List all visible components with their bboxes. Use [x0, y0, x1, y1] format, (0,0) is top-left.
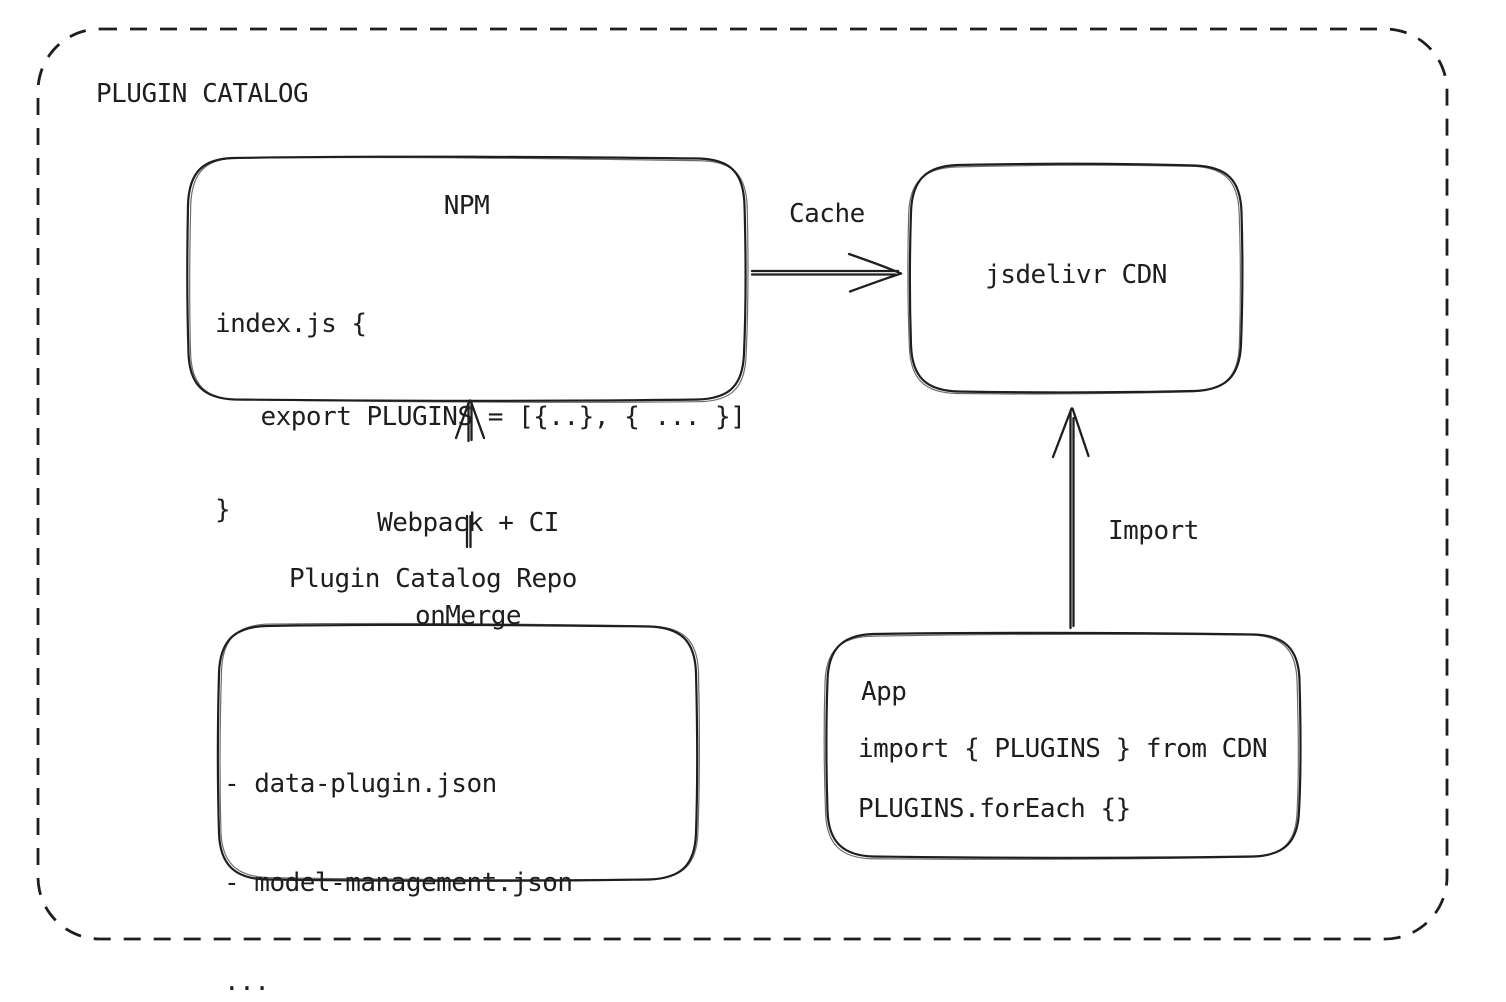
npm-code-line: export PLUGINS = [{..}, { ... }] — [215, 402, 746, 432]
repo-items-list: - data-plugin.json - model-management.js… — [224, 702, 573, 1002]
cdn-box-label: jsdelivr CDN — [985, 260, 1167, 290]
import-arrow-label: Import — [1108, 516, 1199, 546]
app-box-title: App — [861, 677, 907, 707]
npm-code-line: index.js { — [215, 309, 367, 339]
cache-arrow — [750, 252, 903, 293]
diagram-title: PLUGIN CATALOG — [96, 79, 309, 109]
cache-arrow-label: Cache — [789, 199, 865, 229]
build-arrow-label-line: Webpack + CI — [377, 508, 559, 538]
repo-item: ... — [224, 967, 270, 997]
app-code-line: PLUGINS.forEach {} — [858, 794, 1131, 824]
npm-box — [186, 155, 749, 403]
repo-box-label: Plugin Catalog Repo — [289, 564, 577, 594]
npm-box-title: NPM — [443, 191, 490, 221]
build-arrow — [454, 399, 486, 549]
repo-item: - data-plugin.json — [224, 769, 497, 799]
npm-code-block: index.js { export PLUGINS = [{..}, { ...… — [215, 247, 746, 588]
plugin-catalog-boundary — [36, 27, 1449, 941]
app-box — [823, 631, 1302, 860]
cdn-box — [907, 162, 1244, 395]
build-arrow-label-line: onMerge — [414, 601, 522, 631]
npm-code-line: } — [215, 495, 231, 525]
app-code-line: import { PLUGINS } from CDN — [858, 734, 1268, 764]
repo-box — [216, 622, 700, 882]
import-arrow — [1051, 407, 1090, 630]
build-arrow-label: Webpack + CI onMerge — [318, 446, 618, 694]
repo-item: - model-management.json — [224, 868, 573, 898]
